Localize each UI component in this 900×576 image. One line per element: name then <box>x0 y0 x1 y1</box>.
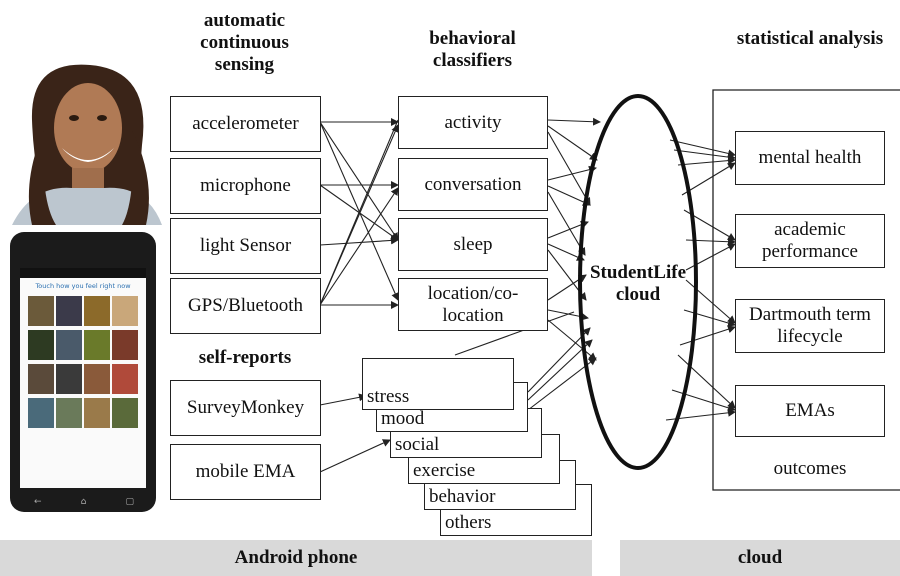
band-android-phone: Android phone <box>0 540 592 576</box>
outcome-emas: EMAs <box>735 385 885 437</box>
back-icon: ← <box>34 497 42 507</box>
photo-thumbnail <box>112 296 138 326</box>
photo-thumbnail <box>112 330 138 360</box>
header-classifiers: behavioral classifiers <box>429 28 516 71</box>
recent-apps-icon: ▢ <box>125 497 134 507</box>
source-mobile-ema: mobile EMA <box>170 444 321 500</box>
phone-status-bar <box>20 268 146 278</box>
android-phone-image: Touch how you feel right now ← ⌂ ▢ <box>10 232 156 512</box>
photo-thumbnail <box>28 364 54 394</box>
photo-thumbnail <box>56 330 82 360</box>
classifier-location: location/co-location <box>398 278 548 331</box>
photo-thumbnail <box>84 364 110 394</box>
photo-thumbnail <box>56 398 82 428</box>
classifier-to-cloud-arrows <box>547 117 601 361</box>
phone-nav-bar: ← ⌂ ▢ <box>34 497 134 507</box>
outcome-mental-health: mental health <box>735 131 885 185</box>
studentlife-cloud-ellipse <box>578 94 698 470</box>
sensor-microphone: microphone <box>170 158 321 214</box>
photo-thumbnail <box>28 330 54 360</box>
photo-thumbnail <box>84 330 110 360</box>
student-illustration <box>12 64 162 225</box>
source-surveymonkey: SurveyMonkey <box>170 380 321 436</box>
photo-thumbnail <box>56 296 82 326</box>
classifier-sleep: sleep <box>398 218 548 271</box>
header-sensing: automatic continuous sensing <box>200 10 289 75</box>
outcomes-container <box>712 89 900 491</box>
sensor-accelerometer: accelerometer <box>170 96 321 152</box>
sensor-gps-bluetooth: GPS/Bluetooth <box>170 278 321 334</box>
photo-thumbnail <box>84 398 110 428</box>
student-photo <box>12 60 162 225</box>
cloud-to-outcome-arrows <box>665 139 736 421</box>
photo-thumbnail <box>84 296 110 326</box>
header-analysis: statistical analysis <box>736 28 884 49</box>
photo-thumbnail <box>28 296 54 326</box>
outcomes-label: outcomes <box>773 458 847 479</box>
band-cloud: cloud <box>620 540 900 576</box>
photo-thumbnail <box>112 364 138 394</box>
cloud-label: StudentLife cloud <box>589 262 687 305</box>
sensor-light: light Sensor <box>170 218 321 274</box>
outcome-term-lifecycle: Dartmouth term lifecycle <box>735 299 885 353</box>
self-report-arrows <box>319 393 391 473</box>
home-icon: ⌂ <box>80 497 87 507</box>
photo-thumbnail <box>112 398 138 428</box>
photo-thumbnail <box>28 398 54 428</box>
phone-screen: Touch how you feel right now <box>20 268 146 488</box>
photo-thumbnail <box>56 364 82 394</box>
outcome-academic-performance: academic performance <box>735 214 885 268</box>
phone-prompt: Touch how you feel right now <box>35 282 131 290</box>
classifier-conversation: conversation <box>398 158 548 211</box>
header-self-reports: self-reports <box>198 347 292 368</box>
classifier-activity: activity <box>398 96 548 149</box>
survey-stress: stress <box>362 358 514 410</box>
